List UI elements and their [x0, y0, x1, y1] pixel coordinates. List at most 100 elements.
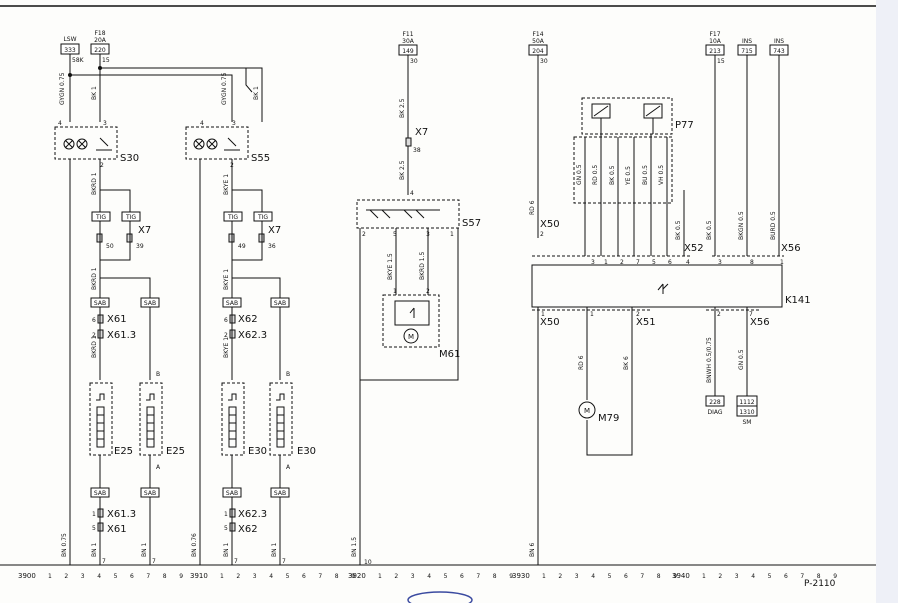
wire-short: [245, 68, 253, 93]
svg-text:8: 8: [750, 259, 754, 266]
svg-text:X61: X61: [107, 524, 127, 535]
svg-text:SAB: SAB: [274, 300, 286, 307]
ruler-digit: 8: [335, 573, 339, 580]
ruler-digit: 9: [833, 573, 837, 580]
tig-box: [91, 211, 111, 222]
motor-icon: [578, 401, 596, 419]
svg-text:X50: X50: [540, 317, 560, 328]
wire-label: BU 0.5: [642, 165, 649, 185]
switch-s57-outline: [356, 199, 460, 229]
ruler-digit: 5: [286, 573, 290, 580]
wire-label: BKYE 1: [223, 337, 230, 358]
svg-text:213: 213: [709, 48, 721, 55]
heater-outline: [89, 382, 113, 456]
svg-text:1: 1: [541, 311, 545, 318]
svg-text:5: 5: [224, 525, 228, 532]
svg-text:A: A: [156, 464, 161, 471]
svg-text:B: B: [156, 371, 160, 378]
component-label-p77: P77: [675, 120, 694, 131]
ruler-digit: 8: [163, 573, 167, 580]
wire: [586, 307, 633, 456]
ruler-digit: 1: [48, 573, 52, 580]
pin-label: 4: [58, 120, 62, 127]
wire-label: BK 0.5: [609, 165, 616, 185]
wire-label: BKRD 1: [91, 335, 98, 358]
svg-text:INS: INS: [742, 38, 752, 45]
svg-text:1: 1: [590, 311, 594, 318]
thermo-switch-icon: [146, 393, 155, 401]
ruler-digit: 8: [817, 573, 821, 580]
ruler-digit: 2: [558, 573, 562, 580]
wire-lsw-bus: [69, 54, 233, 122]
svg-text:X62: X62: [238, 524, 258, 535]
svg-text:TIG: TIG: [125, 214, 136, 221]
ruler-digit: 2: [64, 573, 68, 580]
svg-text:INS: INS: [774, 38, 784, 45]
resistor-icon: [276, 406, 285, 448]
tig-box: [253, 211, 273, 222]
ruler-digit: 3: [411, 573, 415, 580]
motor-m79: M M79: [578, 401, 619, 424]
svg-text:M: M: [584, 407, 590, 415]
component-label-s55: S55: [251, 153, 270, 164]
wire-label: BN 6: [529, 542, 536, 557]
ruler-digit: 5: [608, 573, 612, 580]
wire-label: GN 0.5: [576, 164, 583, 185]
ruler-digit: 2: [236, 573, 240, 580]
connector-label-x7: X7: [138, 225, 151, 236]
ruler-digit: 7: [640, 573, 644, 580]
ruler-digit: 4: [427, 573, 431, 580]
ruler-digit: 2: [394, 573, 398, 580]
svg-text:SAB: SAB: [226, 490, 238, 497]
svg-text:X62.3: X62.3: [238, 509, 267, 520]
wire-label: RD 0.5: [592, 165, 599, 185]
ruler-digit: 3: [735, 573, 739, 580]
terminal-sm: 1112 1310 SM: [736, 395, 758, 426]
fuse-f18-rating: 20A: [94, 37, 107, 44]
thermo-switch-icon: [276, 393, 285, 401]
ruler-digit: 6: [460, 573, 464, 580]
wire-label: BKRD 1: [91, 267, 98, 290]
component-label-m61: M61: [439, 349, 460, 360]
pin-label: 4: [200, 120, 204, 127]
component-label-e30: E30: [297, 446, 316, 457]
svg-text:3: 3: [718, 259, 722, 266]
thermo-switch-icon: [228, 393, 237, 401]
wire-label: GYGN 0.75: [59, 72, 66, 105]
motor-icon: [403, 328, 419, 344]
wire-label: VH 0.5: [658, 165, 665, 185]
svg-text:50A: 50A: [532, 38, 545, 45]
svg-text:10: 10: [364, 559, 372, 566]
ruler-digit: 7: [318, 573, 322, 580]
ruler-digit: 2: [718, 573, 722, 580]
svg-text:149: 149: [402, 48, 414, 55]
svg-text:30: 30: [410, 58, 418, 65]
svg-text:B: B: [286, 371, 290, 378]
svg-text:SAB: SAB: [226, 300, 238, 307]
resistor-icon: [228, 406, 237, 448]
wire-label: BK 6: [623, 356, 630, 370]
wire-label: BN 0.75: [61, 533, 68, 557]
wire-label: BURD 0.5: [770, 211, 777, 240]
wire-label: BK 2.5: [399, 98, 406, 118]
ruler-section-label: 3920: [348, 572, 366, 580]
svg-text:3: 3: [591, 259, 595, 266]
svg-text:TIG: TIG: [257, 214, 268, 221]
svg-text:2: 2: [636, 311, 640, 318]
ruler-digit: 6: [624, 573, 628, 580]
wire-label: BN 1.5: [351, 537, 358, 557]
component-label-m79: M79: [598, 413, 619, 424]
wire-label: YE 0.5: [625, 166, 632, 186]
component-label-s57: S57: [462, 218, 481, 229]
svg-text:715: 715: [741, 48, 753, 55]
svg-text:743: 743: [773, 48, 785, 55]
switch-contact-icon: [369, 209, 425, 219]
wire: [231, 221, 263, 261]
svg-text:5: 5: [92, 525, 96, 532]
fuse-lsw-terminal: 58K: [72, 57, 85, 64]
diag-box: [705, 395, 725, 407]
ruler-digit: 7: [476, 573, 480, 580]
connector-label-x62: X62: [238, 314, 258, 325]
svg-text:SAB: SAB: [94, 490, 106, 497]
svg-text:228: 228: [709, 399, 721, 406]
